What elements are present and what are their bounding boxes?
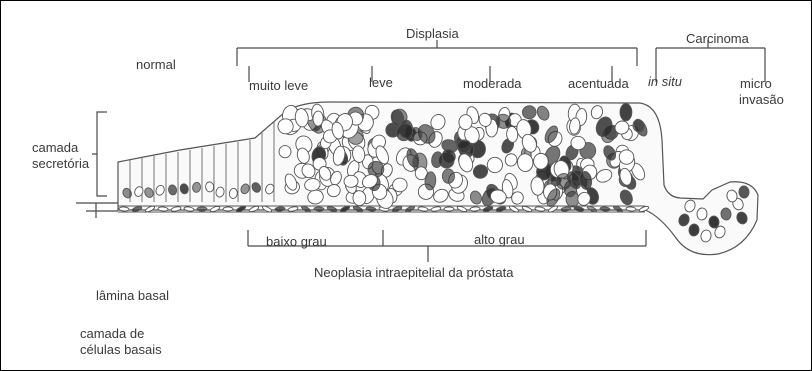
cell-nucleus bbox=[533, 153, 548, 169]
cell-nucleus bbox=[223, 207, 233, 211]
label-neoplasia: Neoplasia intraepitelial da próstata bbox=[314, 265, 513, 280]
cell-nucleus bbox=[314, 207, 324, 212]
cell-nucleus bbox=[119, 207, 129, 212]
cell-nucleus bbox=[442, 169, 454, 184]
cell-nucleus bbox=[459, 114, 473, 129]
cell-nucleus bbox=[279, 146, 291, 158]
label-moderada: moderada bbox=[463, 76, 522, 91]
label-acentuada: acentuada bbox=[568, 76, 629, 91]
label-normal: normal bbox=[136, 57, 176, 72]
label-muito-leve: muito leve bbox=[249, 78, 308, 93]
cell-nucleus bbox=[158, 207, 168, 212]
label-baixo-grau: baixo grau bbox=[266, 234, 327, 249]
cell-nucleus bbox=[313, 111, 324, 126]
label-displasia: Displasia bbox=[406, 26, 459, 41]
cell-nucleus bbox=[444, 207, 454, 211]
label-leve: leve bbox=[369, 75, 393, 90]
cell-nucleus bbox=[197, 207, 207, 211]
label-camada-basais-1: camada de bbox=[80, 326, 144, 341]
cell-nucleus bbox=[620, 104, 632, 121]
cell-nucleus bbox=[626, 207, 636, 212]
secretory-layer-bracket bbox=[92, 112, 107, 196]
label-camada-secretoria-2: secretória bbox=[32, 156, 89, 171]
label-lamina-basal: lâmina basal bbox=[96, 288, 169, 303]
label-in-situ: in situ bbox=[648, 74, 682, 89]
cell-nucleus bbox=[344, 175, 358, 187]
cell-nucleus bbox=[739, 186, 750, 199]
basal-lines-left bbox=[76, 203, 118, 218]
label-camada-basais-2: células basais bbox=[80, 342, 162, 357]
label-micro: micro bbox=[740, 76, 772, 91]
label-alto-grau: alto grau bbox=[474, 232, 525, 247]
label-invasao: invasão bbox=[739, 92, 784, 107]
cell-nucleus bbox=[470, 207, 480, 212]
label-camada-secretoria-1: camada bbox=[32, 140, 78, 155]
cell-nucleus bbox=[275, 207, 285, 212]
label-carcinoma: Carcinoma bbox=[686, 31, 749, 46]
cell-nucleus bbox=[697, 208, 708, 221]
cell-nucleus bbox=[600, 207, 610, 212]
cell-nucleus bbox=[205, 182, 214, 193]
